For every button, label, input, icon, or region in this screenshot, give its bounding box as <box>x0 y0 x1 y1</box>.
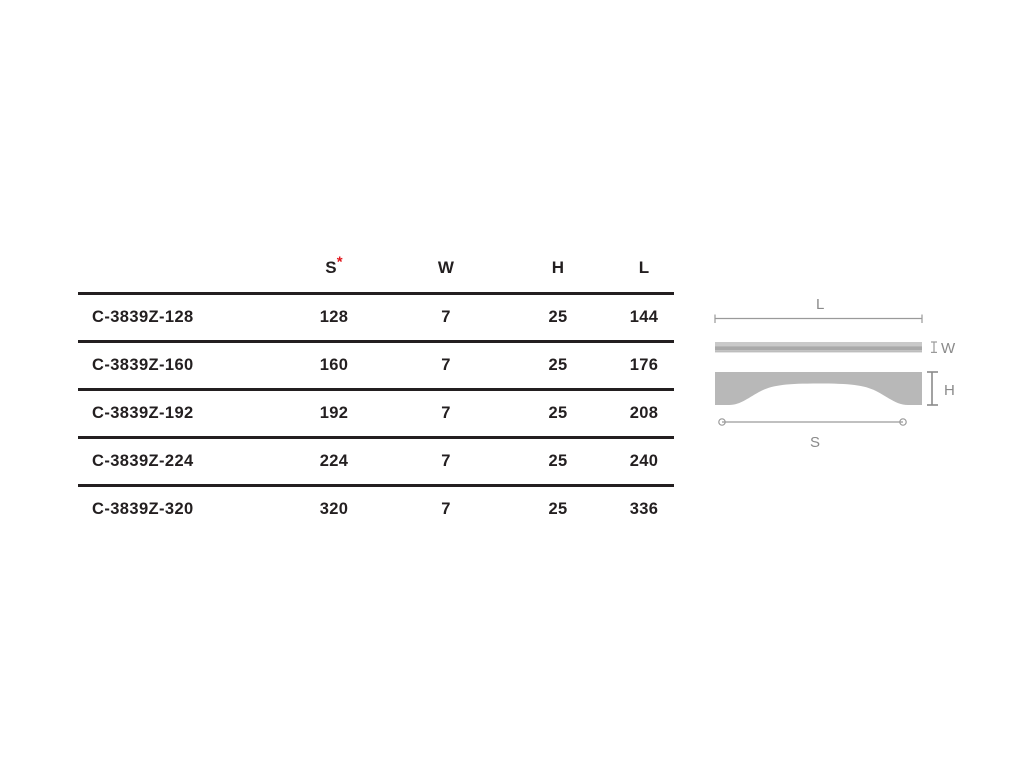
specification-table-container: S* W H L C-3839Z-128 128 7 25 144 C-3839… <box>78 254 674 533</box>
dimension-bracket-width <box>931 341 937 354</box>
dimension-line-length <box>714 314 923 323</box>
cell-s: 128 <box>319 308 349 326</box>
cell-h: 25 <box>548 500 568 518</box>
cell-l: 240 <box>629 452 659 470</box>
dimension-label-width: W <box>941 340 956 357</box>
header-row: S* W H L <box>78 254 674 294</box>
column-header-model <box>78 258 278 294</box>
cell-h: 25 <box>548 404 568 422</box>
handle-top-view <box>715 342 922 353</box>
cell-h: 25 <box>548 308 568 326</box>
cell-model: C-3839Z-128 <box>92 308 194 326</box>
table-row: C-3839Z-320 320 7 25 336 <box>78 485 674 533</box>
cell-w: 7 <box>441 404 451 422</box>
cell-s: 192 <box>319 404 349 422</box>
cell-model: C-3839Z-192 <box>92 404 194 422</box>
dimension-line-spacing <box>718 418 907 426</box>
table-row: C-3839Z-224 224 7 25 240 <box>78 437 674 486</box>
column-header-h: H <box>551 258 565 277</box>
cell-l: 176 <box>629 356 659 374</box>
dimension-label-spacing: S <box>810 434 821 451</box>
cell-s: 320 <box>319 500 349 518</box>
cell-l: 336 <box>629 500 659 518</box>
dimension-label-height: H <box>944 382 955 399</box>
handle-front-view <box>715 372 922 405</box>
table-row: C-3839Z-192 192 7 25 208 <box>78 389 674 438</box>
column-header-s-label: S <box>325 258 337 277</box>
cell-model: C-3839Z-160 <box>92 356 194 374</box>
cell-l: 208 <box>629 404 659 422</box>
cell-s: 224 <box>319 452 349 470</box>
table-body: C-3839Z-128 128 7 25 144 C-3839Z-160 160… <box>78 293 674 533</box>
cell-w: 7 <box>441 356 451 374</box>
cell-w: 7 <box>441 308 451 326</box>
cell-l: 144 <box>629 308 659 326</box>
cell-h: 25 <box>548 452 568 470</box>
cell-w: 7 <box>441 500 451 518</box>
cell-model: C-3839Z-320 <box>92 500 194 518</box>
required-asterisk: * <box>336 253 343 271</box>
table-header: S* W H L <box>78 254 674 294</box>
cell-w: 7 <box>441 452 451 470</box>
cell-s: 160 <box>319 356 349 374</box>
table-row: C-3839Z-160 160 7 25 176 <box>78 341 674 390</box>
specification-table: S* W H L C-3839Z-128 128 7 25 144 C-3839… <box>78 254 674 533</box>
column-header-l: L <box>638 258 650 277</box>
technical-drawing: L W H <box>700 285 1000 460</box>
column-header-s: S* <box>278 254 390 294</box>
table-row: C-3839Z-128 128 7 25 144 <box>78 293 674 342</box>
dimension-label-length: L <box>816 296 825 313</box>
cell-model: C-3839Z-224 <box>92 452 194 470</box>
column-header-w: W <box>437 258 455 277</box>
cell-h: 25 <box>548 356 568 374</box>
dimension-bracket-height <box>927 371 938 406</box>
